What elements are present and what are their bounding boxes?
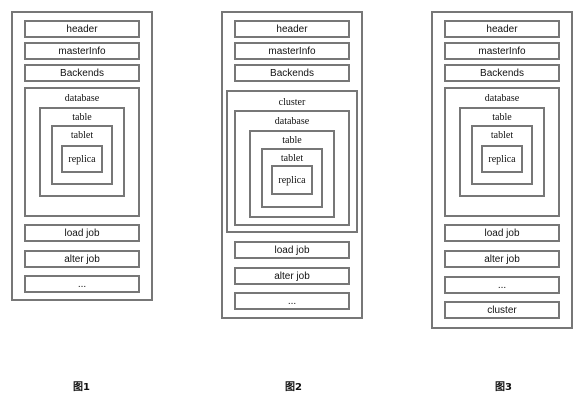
fig2-ellipsis-box: ... bbox=[234, 292, 350, 310]
fig2-replica-label: replica bbox=[278, 174, 306, 186]
fig1-load-job-label: load job bbox=[64, 227, 100, 239]
fig2-database-label: database bbox=[274, 116, 310, 127]
fig1-ellipsis-label: ... bbox=[77, 278, 87, 290]
fig2-load-job-box: load job bbox=[234, 241, 350, 259]
fig1-header-box: header bbox=[24, 20, 140, 38]
fig3-table-label: table bbox=[492, 112, 512, 123]
fig2-ellipsis-label: ... bbox=[287, 295, 297, 307]
fig3-alter-job-label: alter job bbox=[484, 253, 520, 265]
fig2-caption: 图2 bbox=[285, 382, 302, 393]
fig1-caption: 图1 bbox=[73, 382, 90, 393]
fig1-ellipsis-box: ... bbox=[24, 275, 140, 293]
fig3-load-job-box: load job bbox=[444, 224, 560, 242]
fig1-replica-box: replica bbox=[61, 145, 103, 173]
fig2-alter-job-label: alter job bbox=[274, 270, 310, 282]
fig2-backends-label: Backends bbox=[270, 67, 314, 79]
fig3-caption: 图3 bbox=[495, 382, 512, 393]
fig2-masterinfo-label: masterInfo bbox=[268, 45, 316, 57]
fig2-load-job-label: load job bbox=[274, 244, 310, 256]
fig1-masterinfo-box: masterInfo bbox=[24, 42, 140, 60]
fig3-cluster-label: cluster bbox=[487, 304, 517, 316]
fig2-cluster-label: cluster bbox=[278, 97, 306, 108]
fig3-replica-box: replica bbox=[481, 145, 523, 173]
fig3-backends-label: Backends bbox=[480, 67, 524, 79]
fig3-masterinfo-box: masterInfo bbox=[444, 42, 560, 60]
fig1-backends-label: Backends bbox=[60, 67, 104, 79]
fig3-replica-label: replica bbox=[488, 153, 516, 165]
fig2-replica-box: replica bbox=[271, 165, 313, 195]
fig1-database-label: database bbox=[64, 93, 100, 104]
fig2-header-label: header bbox=[276, 23, 308, 35]
fig3-masterinfo-label: masterInfo bbox=[478, 45, 526, 57]
fig1-backends-box: Backends bbox=[24, 64, 140, 82]
fig2-tablet-label: tablet bbox=[280, 153, 304, 164]
fig1-load-job-box: load job bbox=[24, 224, 140, 242]
fig2-backends-box: Backends bbox=[234, 64, 350, 82]
fig1-alter-job-label: alter job bbox=[64, 253, 100, 265]
fig1-alter-job-box: alter job bbox=[24, 250, 140, 268]
fig1-tablet-label: tablet bbox=[70, 130, 94, 141]
fig3-header-label: header bbox=[486, 23, 518, 35]
fig2-masterinfo-box: masterInfo bbox=[234, 42, 350, 60]
fig3-load-job-label: load job bbox=[484, 227, 520, 239]
fig3-cluster-box: cluster bbox=[444, 301, 560, 319]
fig1-masterinfo-label: masterInfo bbox=[58, 45, 106, 57]
fig3-backends-box: Backends bbox=[444, 64, 560, 82]
fig1-header-label: header bbox=[66, 23, 98, 35]
fig3-alter-job-box: alter job bbox=[444, 250, 560, 268]
fig3-ellipsis-label: ... bbox=[497, 279, 507, 291]
fig1-replica-label: replica bbox=[68, 153, 96, 165]
fig3-header-box: header bbox=[444, 20, 560, 38]
fig3-ellipsis-box: ... bbox=[444, 276, 560, 294]
fig3-tablet-label: tablet bbox=[490, 130, 514, 141]
fig2-alter-job-box: alter job bbox=[234, 267, 350, 285]
fig2-table-label: table bbox=[282, 135, 302, 146]
fig3-database-label: database bbox=[484, 93, 520, 104]
fig2-header-box: header bbox=[234, 20, 350, 38]
fig1-table-label: table bbox=[72, 112, 92, 123]
